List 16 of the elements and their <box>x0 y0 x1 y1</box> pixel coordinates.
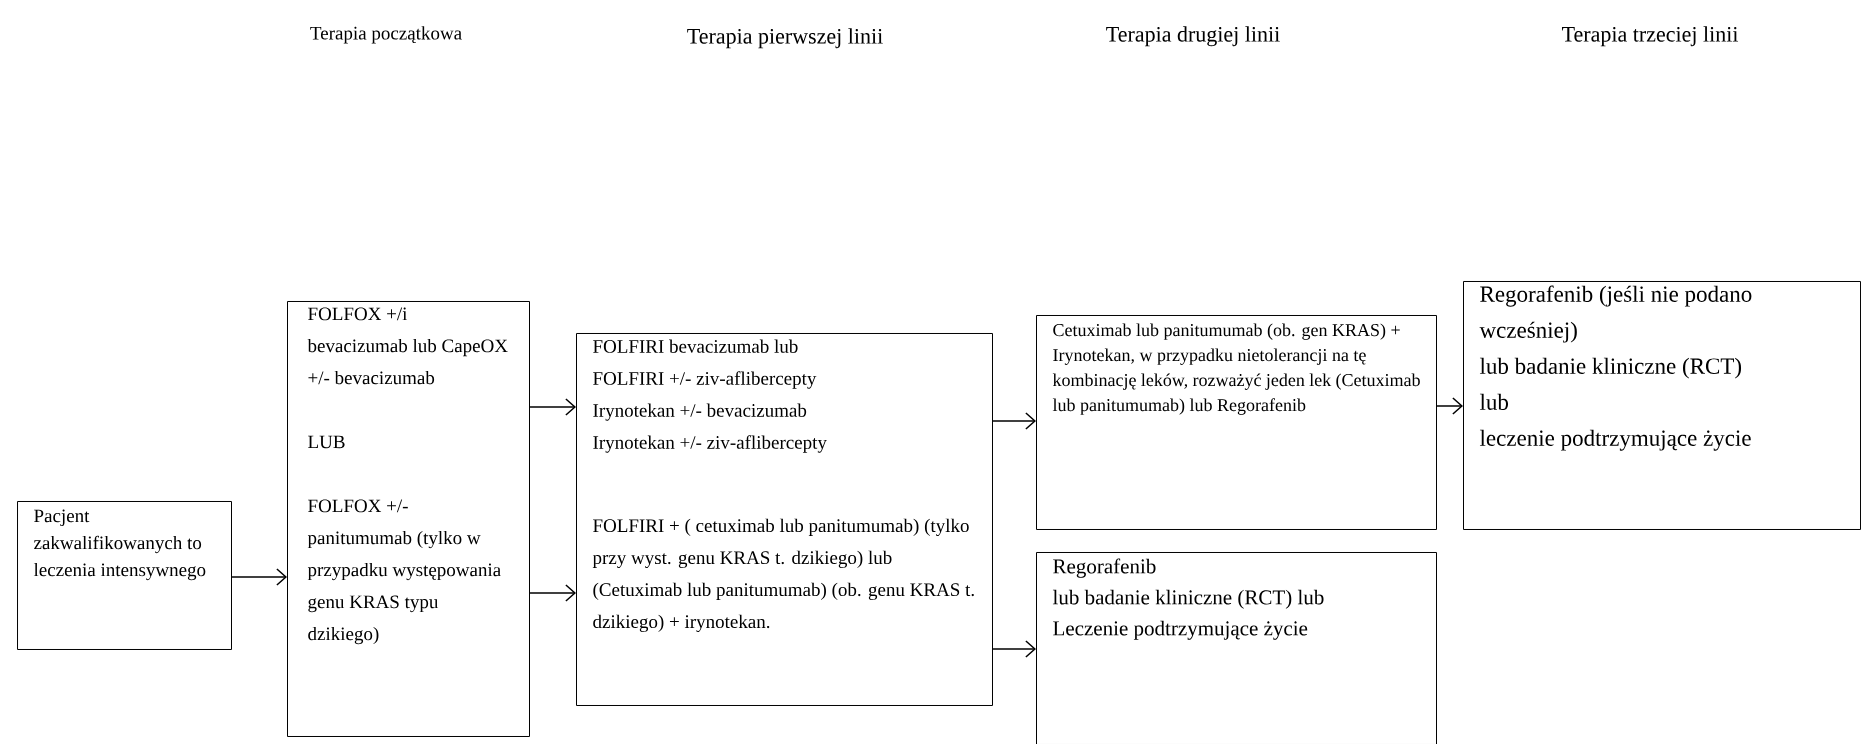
column-heading: Terapia początkowa <box>310 26 462 44</box>
process-box: Cetuximab lub panitumumab (ob. gen KRAS) + Irynotekan, w przypadku nietolerancji na tę kombinację leków, rozważyć jeden lek (Cetuximab lub panitumumab) lub Regorafenib <box>1036 315 1437 530</box>
process-box: Regorafenib (jeśli nie podano wcześniej) lub badanie kliniczne (RCT) lub leczenie podtrzymujące życie <box>1463 281 1861 530</box>
column-heading: Terapia pierwszej linii <box>687 28 883 49</box>
process-box: Regorafenib lub badanie kliniczne (RCT) lub Leczenie podtrzymujące życie <box>1036 552 1437 744</box>
process-box: FOLFIRI bevacizumab lub FOLFIRI +/- ziv-aflibercepty Irynotekan +/- bevacizumab Irynotekan +/- ziv-aflibercepty FOLFIRI + ( cetuximab lub panitumumab) (tylko przy wyst. genu KRAS t. dzikiego) lub (Cetuximab lub panitumumab) (ob. genu KRAS t. dzikiego) + irynotekan. <box>576 333 993 706</box>
arrow <box>992 412 1036 430</box>
arrow <box>992 640 1036 658</box>
arrow <box>529 584 576 602</box>
process-box: FOLFOX +/i bevacizumab lub CapeOX +/- bevacizumab LUB FOLFOX +/- panitumumab (tylko w przypadku występowania genu KRAS typu dzikiego) <box>287 301 530 737</box>
arrow <box>1436 397 1463 415</box>
arrow <box>231 568 287 586</box>
arrow <box>529 398 576 416</box>
column-heading: Terapia drugiej linii <box>1106 26 1280 47</box>
process-box: Pacjent zakwalifikowanych to leczenia intensywnego <box>17 501 232 650</box>
column-heading: Terapia trzeciej linii <box>1562 26 1739 47</box>
